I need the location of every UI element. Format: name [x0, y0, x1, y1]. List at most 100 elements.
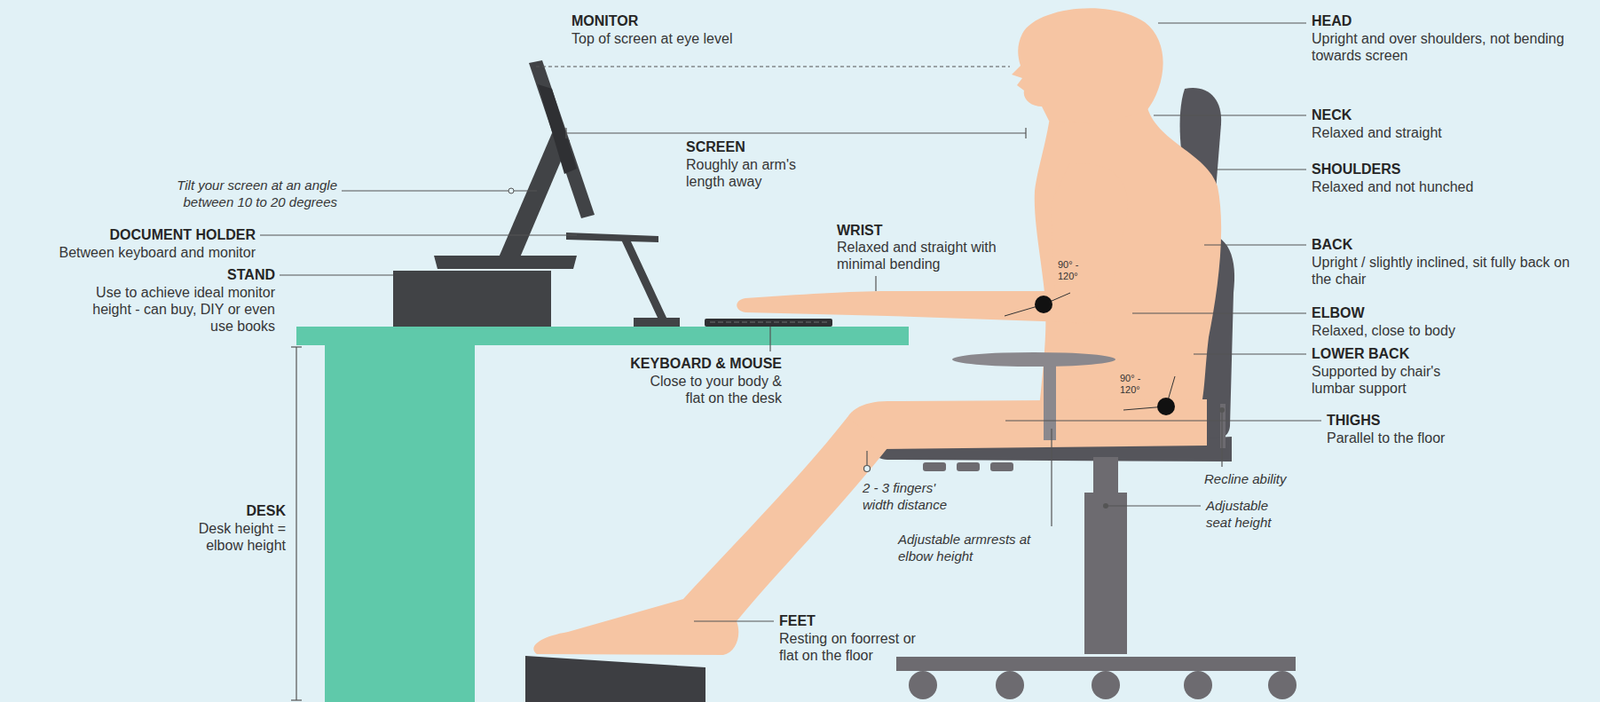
monitor-base	[433, 255, 577, 269]
angle-marker	[1004, 292, 1175, 410]
leader-end-dot	[1219, 407, 1225, 413]
screen-distance-tick	[565, 127, 567, 139]
chair-armrest-post	[1043, 362, 1057, 441]
heading-label: FEET	[779, 612, 957, 630]
leader-line	[1221, 409, 1222, 467]
leader-line	[874, 275, 876, 292]
leader-line	[260, 234, 577, 236]
description-label: Top of screen at eye level	[571, 30, 856, 48]
leader-line	[769, 326, 771, 352]
desk-leg	[324, 345, 475, 702]
chair-stem-top	[1093, 457, 1119, 493]
leader-line	[1153, 114, 1307, 116]
screen-distance-line	[566, 132, 1026, 134]
heading-label: NECK	[1311, 106, 1587, 124]
leader-end-dot	[508, 188, 514, 194]
description-label: Upright and over shoulders, not bending …	[1311, 30, 1587, 64]
note-label: Recline ability	[1204, 470, 1382, 488]
leader-line	[1105, 504, 1201, 506]
leader-line	[693, 620, 774, 622]
description-label: Between keyboard and monitor	[7, 244, 256, 261]
leader-line	[866, 450, 867, 466]
eye-level-line	[535, 65, 1010, 67]
chair-armrest	[952, 352, 1116, 441]
angle-label: 90° - 120°	[1119, 372, 1159, 396]
monitor-back	[537, 84, 577, 174]
desk-height-line	[295, 346, 297, 701]
heading-label: SHOULDERS	[1311, 160, 1587, 178]
document-holder-foot	[633, 317, 680, 327]
leader-line	[1193, 353, 1307, 355]
person-torso	[1034, 104, 1222, 418]
angle-label: 90° - 120°	[1057, 259, 1097, 283]
heading-label: DOCUMENT HOLDER	[7, 226, 256, 244]
description-label: Supported by chair's lumbar support	[1311, 362, 1472, 397]
chair-base	[896, 656, 1296, 671]
document-holder-support	[621, 239, 668, 320]
heading-label: LOWER BACK	[1311, 345, 1587, 363]
desk-height-tick	[291, 699, 302, 701]
note-label: Adjustable armrests at elbow height	[898, 530, 1036, 565]
heading-label: ELBOW	[1311, 304, 1587, 322]
chair-armrest-pad	[952, 352, 1116, 367]
description-label: Relaxed and straight with minimal bendin…	[836, 238, 1006, 273]
angle-dot	[1157, 397, 1175, 416]
person-forearm	[736, 291, 1099, 324]
description-label: Relaxed, close to body	[1311, 322, 1587, 339]
keyboard-key-row	[709, 321, 828, 324]
person	[533, 7, 1222, 655]
keyboard	[704, 318, 833, 327]
chair-wheel	[995, 670, 1025, 700]
chair-lever	[922, 462, 946, 472]
heading-label: BACK	[1311, 236, 1587, 253]
chair-gas-cylinder	[1084, 492, 1128, 655]
document-holder	[566, 232, 680, 327]
description-label: Relaxed and not hunched	[1311, 178, 1587, 196]
person-thigh	[844, 399, 1207, 450]
leader-line	[341, 189, 537, 191]
heading-label: WRIST	[836, 221, 1033, 239]
leader-line	[1132, 312, 1307, 314]
leader-line	[1050, 428, 1052, 527]
heading-label: KEYBOARD & MOUSE	[559, 354, 782, 372]
description-label: Roughly an arm's length away	[685, 156, 837, 190]
leader-end-dot	[1103, 503, 1109, 509]
monitor-stand-box	[393, 270, 552, 327]
chair-wheel	[908, 670, 938, 700]
leader-line	[279, 274, 394, 276]
description-label: Relaxed and straight	[1311, 124, 1587, 142]
chair-lever	[956, 462, 980, 472]
leader-lines	[260, 23, 1322, 701]
desk-height-tick	[291, 346, 302, 347]
heading-label: THIGHS	[1326, 411, 1593, 429]
person-head	[1011, 7, 1164, 125]
description-label: Use to achieve ideal monitor height - ca…	[84, 283, 276, 335]
description-label: Desk height = elbow height	[179, 520, 286, 554]
footrest	[525, 655, 706, 702]
note-label: Tilt your screen at an angle between 10 …	[124, 176, 338, 211]
leader-line	[1204, 244, 1307, 245]
chair-wheel	[1091, 670, 1120, 700]
angle-dot	[1034, 295, 1053, 314]
screen-distance-tick	[1024, 127, 1026, 139]
description-label: Resting on foorrest or flat on the floor	[779, 630, 926, 664]
note-label: 2 - 3 fingers' width distance	[862, 479, 970, 513]
chair-wheel	[1268, 670, 1297, 700]
keyboard-keys	[709, 321, 828, 324]
chair-wheel	[1183, 670, 1213, 700]
chair	[874, 87, 1297, 700]
heading-label: MONITOR	[571, 12, 767, 30]
note-label: Adjustable seat height	[1205, 496, 1295, 531]
description-label: Upright / slightly inclined, sit fully b…	[1311, 253, 1587, 288]
description-label: Parallel to the floor	[1326, 429, 1593, 447]
leader-line	[1005, 419, 1322, 421]
document-holder-plate	[566, 232, 659, 243]
leader-line	[1158, 22, 1307, 24]
leader-end-circle	[864, 465, 871, 473]
leader-line	[1213, 168, 1307, 170]
chair-lever	[990, 462, 1014, 472]
heading-label: HEAD	[1311, 12, 1587, 30]
heading-label: DESK	[108, 502, 286, 520]
monitor-screen	[528, 60, 595, 219]
